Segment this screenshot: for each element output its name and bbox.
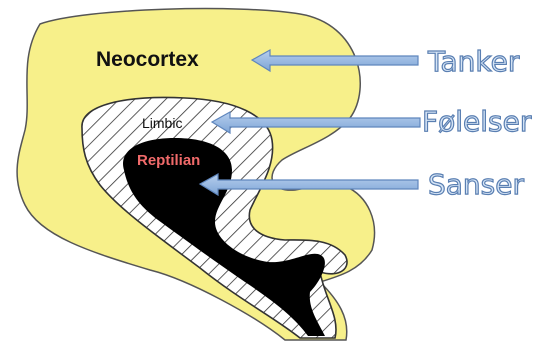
- label-folelser: Følelser: [422, 105, 532, 138]
- label-tanker: Tanker: [427, 45, 520, 78]
- neocortex-label: Neocortex: [96, 48, 199, 71]
- label-sanser: Sanser: [428, 168, 524, 201]
- reptilian-label: Reptilian: [137, 152, 200, 169]
- limbic-label: Limbic: [142, 115, 182, 131]
